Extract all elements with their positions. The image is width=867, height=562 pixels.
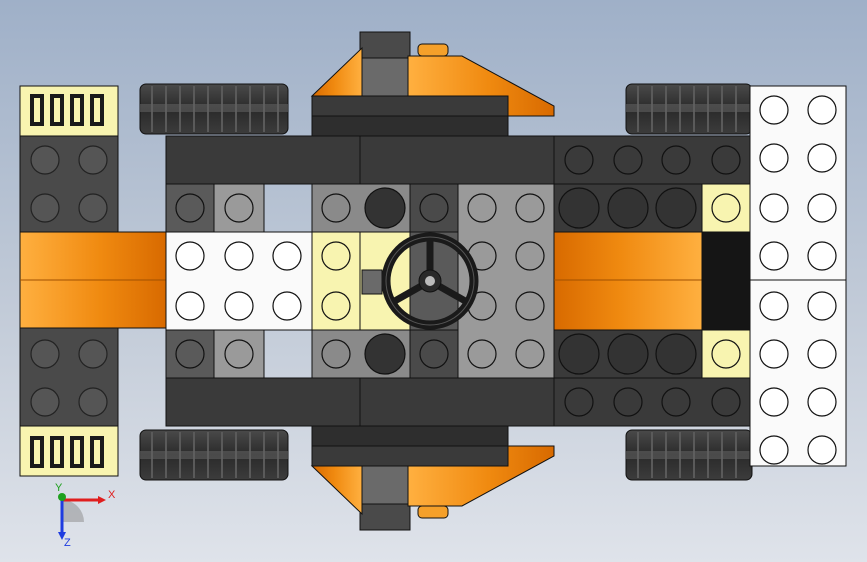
rear-white-block — [749, 85, 847, 467]
steering-wheel[interactable] — [381, 232, 479, 330]
orange-fin-top — [310, 31, 555, 137]
tire-rear-right — [625, 429, 753, 481]
coordinate-triad: X Y Z — [55, 482, 116, 549]
z-axis-label: Z — [64, 537, 71, 549]
orange-fin-bottom — [310, 425, 555, 531]
front-bumper — [19, 85, 167, 477]
wheels — [139, 83, 753, 481]
tire-rear-left — [139, 429, 289, 481]
y-axis-label: Y — [55, 482, 63, 494]
tire-front-left — [139, 83, 289, 135]
tire-front-right — [625, 83, 753, 135]
chassis — [165, 135, 751, 427]
x-axis-label: X — [108, 489, 116, 501]
